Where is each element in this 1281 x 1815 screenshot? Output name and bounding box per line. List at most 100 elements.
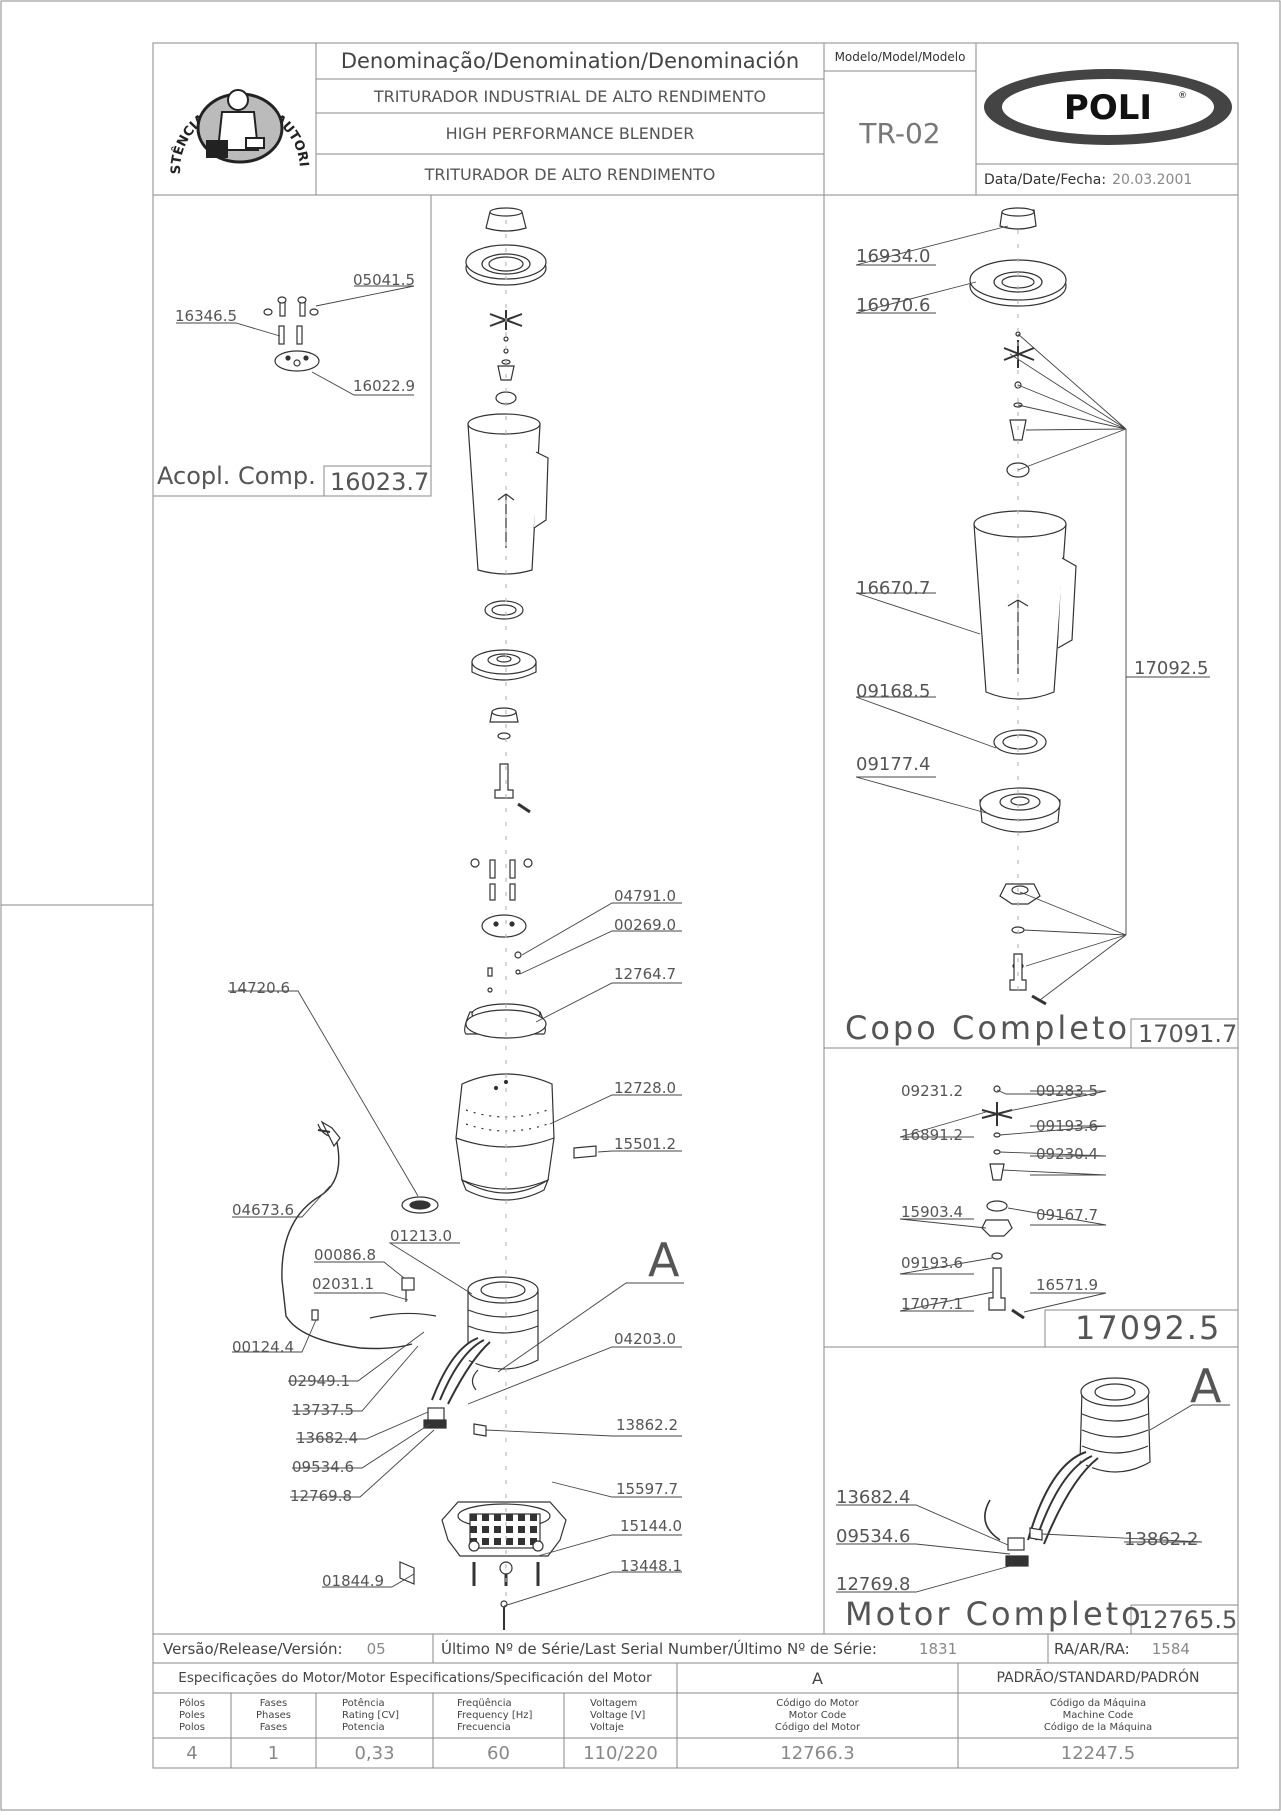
serial-value: 1831 — [918, 1639, 958, 1658]
part-label: 12764.7 — [614, 965, 676, 983]
motor-spec-title: Especificações do Motor/Motor Especifica… — [178, 1670, 652, 1686]
poli-logo-icon: POLI ® — [984, 69, 1232, 145]
cup-assembly-drawing — [969, 207, 1077, 1006]
product-name-pt: TRITURADOR INDUSTRIAL DE ALTO RENDIMENTO — [373, 86, 767, 106]
part-label: 09231.2 — [901, 1082, 963, 1100]
version-field: Versão/Release/Versión: 05 — [153, 1634, 433, 1663]
model-label: Modelo/Model/Modelo — [834, 50, 966, 64]
part-label: 12728.0 — [614, 1079, 676, 1097]
brand-logo-text: POLI — [1064, 88, 1152, 128]
part-label: 02031.1 — [312, 1275, 374, 1293]
part-label: 16891.2 — [901, 1126, 963, 1144]
part-label: 13682.4 — [296, 1429, 358, 1447]
assembly-title: Acopl. Comp. — [157, 462, 316, 490]
part-label: 09534.6 — [292, 1458, 354, 1476]
value-frequency: 60 — [487, 1742, 510, 1764]
part-label: 05041.5 — [353, 271, 415, 289]
value-power: 0,33 — [354, 1742, 395, 1764]
product-name-en: HIGH PERFORMANCE BLENDER — [445, 124, 695, 143]
blender-exploded-stack — [281, 207, 597, 1630]
standard-title: PADRÃO/STANDARD/PADRÓN — [996, 1670, 1200, 1686]
part-label: 17077.1 — [901, 1295, 963, 1313]
value-poles: 4 — [186, 1742, 198, 1764]
part-label: 09193.6 — [1036, 1117, 1098, 1135]
part-label: 16670.7 — [856, 578, 930, 599]
part-label: 16022.9 — [353, 377, 415, 395]
part-label: 09230.4 — [1036, 1145, 1098, 1163]
part-label: 01213.0 — [390, 1227, 452, 1245]
version-label: Versão/Release/Versión: — [163, 1639, 343, 1658]
part-label: 13862.2 — [616, 1416, 678, 1434]
part-label: 02949.1 — [288, 1372, 350, 1390]
assembly-code: 12765.5 — [1138, 1606, 1237, 1634]
value-voltage: 110/220 — [583, 1742, 658, 1764]
blade-assembly-drawing — [981, 1085, 1025, 1320]
product-name-es: TRITURADOR DE ALTO RENDIMENTO — [424, 165, 716, 184]
date-field: Data/Date/Fecha: 20.03.2001 — [976, 164, 1238, 195]
part-label: 04203.0 — [614, 1330, 676, 1348]
part-label: 12769.8 — [290, 1487, 352, 1505]
part-label: 15597.7 — [616, 1480, 678, 1498]
part-label: 04673.6 — [232, 1201, 294, 1219]
date-label: Data/Date/Fecha: — [984, 171, 1107, 188]
denomination-label: Denominação/Denomination/Denominación — [340, 49, 800, 73]
part-labels: 05041.5 16346.5 16022.9 16934.0 16970.6 … — [157, 246, 1237, 1634]
date-value: 20.03.2001 — [1112, 171, 1193, 188]
part-label: 00086.8 — [314, 1246, 376, 1264]
ra-value: 1584 — [1151, 1639, 1190, 1658]
part-label: 16571.9 — [1036, 1276, 1098, 1294]
motor-group: A — [812, 1668, 823, 1688]
part-label: 09283.5 — [1036, 1082, 1098, 1100]
part-label: 13448.1 — [620, 1557, 682, 1575]
part-label: 12769.8 — [836, 1574, 910, 1595]
part-label: 13862.2 — [1124, 1529, 1198, 1550]
part-label: 01844.9 — [322, 1572, 384, 1590]
part-label: 09167.7 — [1036, 1206, 1098, 1224]
assembly-title: Motor Completo — [845, 1595, 1144, 1633]
part-label: 17092.5 — [1134, 658, 1208, 679]
value-machine-code: 12247.5 — [1060, 1742, 1136, 1764]
part-label: 13737.5 — [292, 1401, 354, 1419]
ra-label: RA/AR/RA: — [1054, 1639, 1130, 1658]
assembly-code: 17091.7 — [1138, 1020, 1237, 1048]
part-label: 15903.4 — [901, 1203, 963, 1221]
part-label: 16934.0 — [856, 246, 930, 267]
assembly-title: Copo Completo — [845, 1009, 1130, 1047]
svg-text:®: ® — [1178, 91, 1187, 101]
detail-callout: A — [1190, 1359, 1222, 1413]
part-label: 09193.6 — [901, 1254, 963, 1272]
detail-callout: A — [648, 1233, 680, 1287]
part-label: 14720.6 — [228, 979, 290, 997]
part-label: 16346.5 — [175, 307, 237, 325]
part-label: 15144.0 — [620, 1517, 682, 1535]
value-motor-code: 12766.3 — [780, 1742, 855, 1764]
part-label: 04791.0 — [614, 887, 676, 905]
part-label: 00269.0 — [614, 916, 676, 934]
part-label: 09534.6 — [836, 1526, 910, 1547]
motor-complete-drawing — [984, 1377, 1151, 1567]
part-label: 09177.4 — [856, 754, 930, 775]
part-label: 13682.4 — [836, 1487, 910, 1508]
serial-field: Último Nº de Série/Last Serial Number/Úl… — [433, 1634, 1048, 1663]
technician-seal-icon: ASSISTÊNCIA TÉCNICA AUTORIZADA — [0, 0, 311, 174]
value-phases: 1 — [267, 1742, 280, 1764]
ra-field: RA/AR/RA: 1584 — [1048, 1634, 1238, 1663]
part-label: 16970.6 — [856, 295, 930, 316]
part-label: 00124.4 — [232, 1338, 294, 1356]
leader-lines — [176, 225, 1230, 1607]
coupling-assembly-drawing — [263, 296, 320, 372]
assembly-code: 16023.7 — [330, 468, 429, 496]
part-label: 09168.5 — [856, 681, 930, 702]
serial-label: Último Nº de Série/Last Serial Number/Úl… — [441, 1639, 877, 1658]
assembly-code: 17092.5 — [1075, 1309, 1221, 1347]
model-value: TR-02 — [859, 116, 941, 150]
